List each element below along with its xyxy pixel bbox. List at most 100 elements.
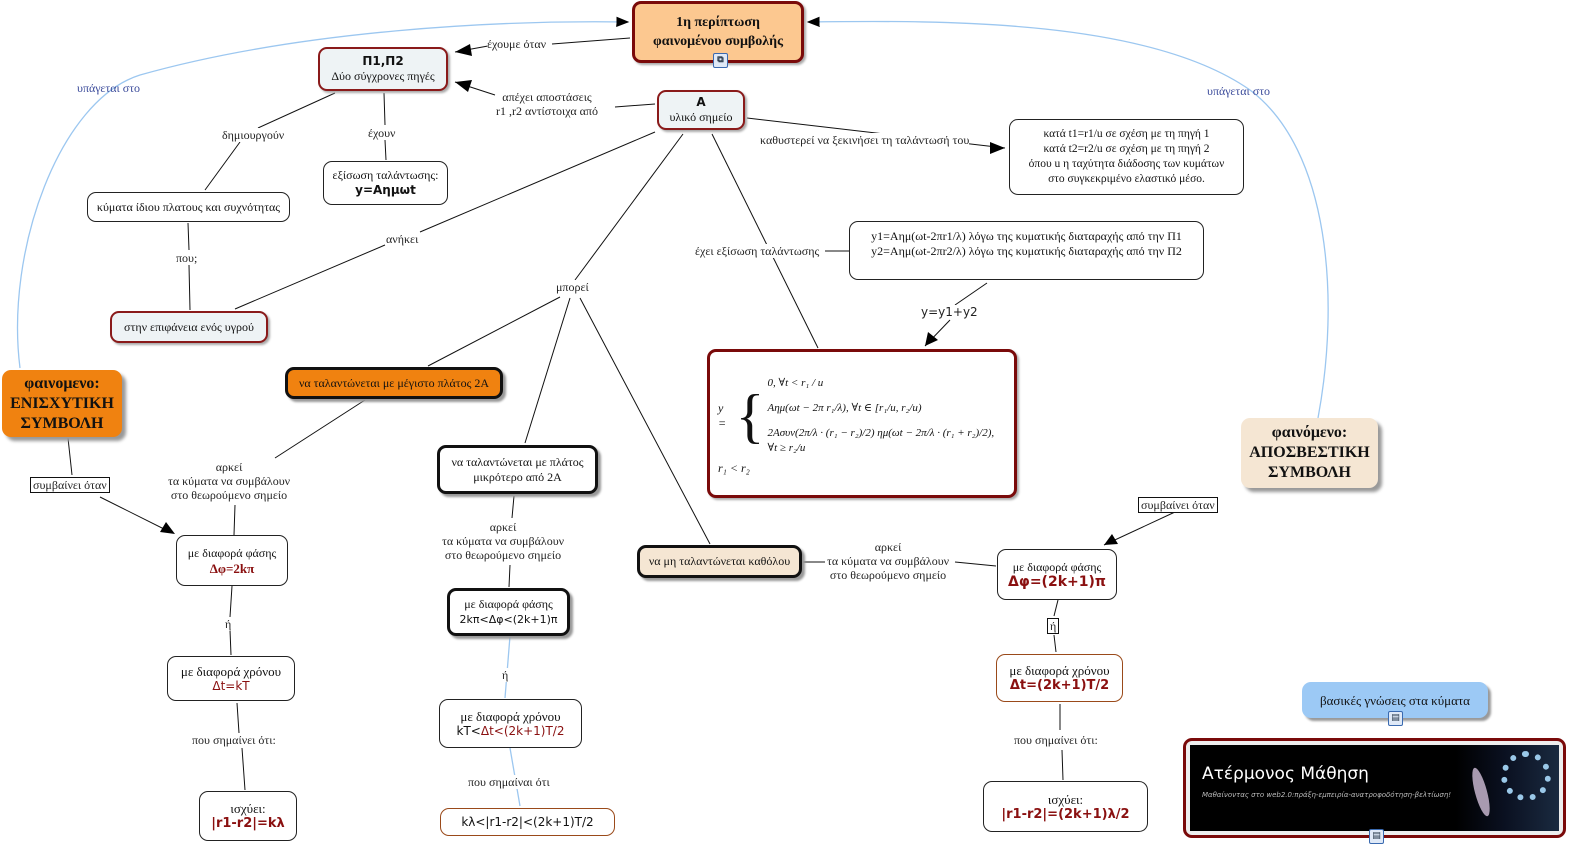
- phase-middle-node[interactable]: με διαφορά φάσης 2kπ<Δφ<(2k+1)π: [447, 588, 570, 636]
- holds-label: ισχύει:: [230, 801, 266, 816]
- brace-glyph: {: [735, 383, 765, 449]
- galaxy-graphic: [1468, 766, 1494, 818]
- time-destructive-node[interactable]: με διαφορά χρόνου Δt=(2k+1)T/2: [996, 654, 1123, 702]
- surface-node[interactable]: στην επιφάνεια ενός υγρού: [110, 311, 268, 343]
- distance-line1: απέχει αποστάσεις: [502, 90, 592, 104]
- link-label-can: μπορεί: [556, 280, 589, 294]
- sources-desc: Δύο σύγχρονες πηγές: [331, 69, 435, 83]
- destructive-line1: φαινόμενο:: [1271, 424, 1348, 441]
- basics-node[interactable]: βασικές γνώσεις στα κύματα ▤: [1302, 682, 1488, 726]
- holds-value: |r1-r2|=kλ: [211, 816, 285, 831]
- link-label-suffices: αρκεί τα κύματα να συμβάλουν στο θεωρούμ…: [168, 460, 291, 502]
- title-line1: 1η περίπτωση: [676, 15, 760, 30]
- time-middle-node[interactable]: με διαφορά χρόνου kT<Δt<(2k+1)T/2: [439, 699, 582, 748]
- link-label-or: ή: [502, 668, 509, 682]
- formula-node[interactable]: y = { 0, ∀t < r₁ / u Aημ(ωt − 2π r₁/λ), …: [707, 349, 1017, 498]
- constructive-node[interactable]: φαινομενο: ΕΝΙΣΧΥΤΙΚΗ ΣΥΜΒΟΛΗ: [2, 370, 122, 437]
- same-waves-text: κύματα ίδιου πλατους και συχνότητας: [96, 199, 281, 214]
- point-a-node[interactable]: A υλικό σημείο: [657, 90, 745, 130]
- constructive-line1: φαινομενο:: [24, 374, 100, 392]
- time-value: Δt=(2k+1)T/2: [1009, 678, 1110, 693]
- suffices-line: αρκεί: [489, 520, 517, 534]
- max-amplitude-node[interactable]: να ταλαντώνεται με μέγιστο πλάτος 2Α: [285, 367, 503, 399]
- phase-value: Δφ=(2k+1)π: [1008, 573, 1106, 590]
- suffices-line: στο θεωρούμενο σημείο: [444, 548, 562, 562]
- destructive-line2: ΑΠΟΣΒΕΣΤΙΚΗ: [1249, 444, 1370, 461]
- phase-value: 2kπ<Δφ<(2k+1)π: [459, 613, 558, 626]
- link-label-has-eq: έχει εξίσωση ταλάντωσης: [695, 244, 820, 258]
- banner-node[interactable]: Ατέρμονος Μάθηση Μαθαίνοντας στο web2.0:…: [1183, 738, 1566, 844]
- constructive-line3: ΣΥΜΒΟΛΗ: [20, 414, 104, 432]
- link-label-means: που σημαίναι ότι: [468, 775, 550, 789]
- delay-line: όπου u η ταχύτητα διάδοσης των κυμάτων: [1028, 158, 1225, 170]
- resource-icon[interactable]: ▤: [1369, 829, 1384, 844]
- phase-destructive-node[interactable]: με διαφορά φάσης Δφ=(2k+1)π: [997, 549, 1117, 600]
- destructive-node[interactable]: φαινόμενο: ΑΠΟΣΒΕΣΤΙΚΗ ΣΥΜΒΟΛΗ: [1241, 418, 1378, 488]
- link-label-happens-when: συμβαίνει όταν: [30, 477, 110, 493]
- link-label-or: ή: [1047, 618, 1060, 634]
- delay-node[interactable]: κατά t1=r1/u σε σχέση με τη πηγή 1 κατά …: [1009, 119, 1244, 195]
- link-label-happens-when: συμβαίνει όταν: [1138, 497, 1218, 513]
- link-label-or: ή: [225, 617, 232, 631]
- holds-destructive-node[interactable]: ισχύει: |r1-r2|=(2k+1)λ/2: [983, 781, 1148, 832]
- surface-text: στην επιφάνεια ενός υγρού: [124, 319, 254, 334]
- same-waves-node[interactable]: κύματα ίδιου πλατους και συχνότητας: [87, 192, 290, 222]
- link-label-belongs-to: υπάγεται στο: [77, 81, 141, 95]
- suffices-line: στο θεωρούμενο σημείο: [829, 568, 947, 582]
- formula-condition: r₁ < r₂: [718, 461, 750, 475]
- link-label-where: που;: [176, 251, 198, 265]
- resource-icon[interactable]: ▤: [1388, 711, 1403, 726]
- source-equation-node[interactable]: εξίσωση ταλάντωσης: y=Aημωt: [323, 161, 448, 205]
- source-eq-formula: y=Aημωt: [355, 183, 416, 197]
- source-eq-label: εξίσωση ταλάντωσης:: [332, 168, 439, 182]
- destructive-line3: ΣΥΜΒΟΛΗ: [1268, 464, 1351, 481]
- banner-title: Ατέρμονος Μάθηση: [1202, 764, 1369, 784]
- time-constructive-node[interactable]: με διαφορά χρόνου Δt=kT: [167, 656, 295, 701]
- sources-node[interactable]: Π1,Π2 Δύο σύγχρονες πηγές: [318, 47, 448, 91]
- link-label-sum: y=y1+y2: [921, 305, 978, 319]
- phase-value: Δφ=2kπ: [209, 560, 255, 576]
- smaller-amp-line1: να ταλαντώνεται με πλάτος: [451, 454, 584, 469]
- holds-constructive-node[interactable]: ισχύει: |r1-r2|=kλ: [199, 791, 297, 841]
- link-label-means: που σημαίνει ότι:: [1014, 733, 1098, 747]
- holds-value: kλ<|r1-r2|<(2k+1)T/2: [461, 814, 594, 829]
- no-oscillation-node[interactable]: να μη ταλαντώνεται καθόλου: [637, 545, 802, 578]
- formula-case2: Aημ(ωt − 2π r₁/λ), ∀t ∈ [r₁/u, r₂/u): [767, 402, 922, 414]
- holds-value: |r1-r2|=(2k+1)λ/2: [1001, 806, 1130, 822]
- link-label-suffices: αρκεί τα κύματα να συμβάλουν στο θεωρούμ…: [442, 520, 565, 562]
- smaller-amplitude-node[interactable]: να ταλαντώνεται με πλάτος μικρότερο από …: [437, 445, 598, 494]
- galaxy-graphic: [1501, 751, 1551, 801]
- time-label: με διαφορά χρόνου: [1009, 663, 1110, 678]
- title-node[interactable]: 1η περίπτωση φαινομένου συμβολής ⧉: [632, 1, 804, 68]
- point-a-label: A: [696, 95, 706, 109]
- time-value: Δt=kT: [212, 678, 250, 693]
- link-label-belongs: ανήκει: [386, 232, 419, 246]
- time-value: kT<Δt<(2k+1)T/2: [457, 724, 565, 739]
- suffices-line: τα κύματα να συμβάλουν: [827, 554, 950, 568]
- phase-label: με διαφορά φάσης: [464, 597, 553, 611]
- time-value-prefix: kT<: [456, 723, 481, 738]
- formula-lhs: y =: [718, 401, 727, 430]
- max-amp-text: να ταλαντώνεται με μέγιστο πλάτος 2Α: [298, 375, 490, 390]
- y2-equation: y2=Aημ(ωt-2πr2/λ) λόγω της κυματικής δια…: [871, 244, 1182, 258]
- phase-constructive-node[interactable]: με διαφορά φάσης Δφ=2kπ: [176, 535, 288, 586]
- link-label-have-when: έχουμε όταν: [487, 37, 547, 51]
- suffices-line: τα κύματα να συμβάλουν: [442, 534, 565, 548]
- banner-subtitle: Μαθαίνοντας στο web2.0:πράξη-εμπειρία-αν…: [1202, 791, 1452, 799]
- wave-equations-node[interactable]: y1=Aημ(ωt-2πr1/λ) λόγω της κυματικής δια…: [849, 221, 1204, 280]
- holds-middle-node[interactable]: kλ<|r1-r2|<(2k+1)T/2: [440, 808, 615, 836]
- time-value-range: Δt<(2k+1)T/2: [480, 723, 565, 738]
- link-label-means: που σημαίνει ότι:: [192, 733, 276, 747]
- constructive-line2: ΕΝΙΣΧΥΤΙΚΗ: [10, 394, 114, 412]
- suffices-line: αρκεί: [874, 540, 902, 554]
- smaller-amp-line2: μικρότερο από 2Α: [473, 469, 562, 484]
- concept-map-icon[interactable]: ⧉: [713, 53, 728, 68]
- link-label-distance: απέχει αποστάσεις r1 ,r2 αντίστοιχα από: [496, 90, 598, 118]
- link-label-delays: καθυστερεί να ξεκινήσει τη ταλάντωσή του: [760, 133, 970, 147]
- title-line2: φαινομένου συμβολής: [652, 34, 783, 49]
- banner-image[interactable]: Ατέρμονος Μάθηση Μαθαίνοντας στο web2.0:…: [1190, 745, 1559, 831]
- phase-label: με διαφορά φάσης: [1012, 559, 1102, 574]
- link-label-create: δημιουργούν: [222, 128, 285, 142]
- suffices-line: στο θεωρούμενο σημείο: [170, 488, 288, 502]
